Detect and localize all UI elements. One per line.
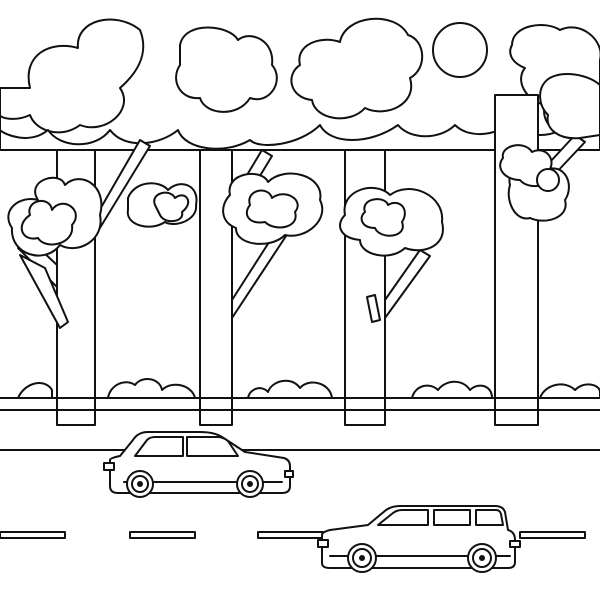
tree-2 <box>126 149 324 426</box>
lane-dash <box>519 531 586 539</box>
tree-1 <box>7 139 151 426</box>
lane-dash <box>129 531 196 539</box>
car-2 <box>317 505 521 573</box>
road <box>0 449 600 539</box>
lane-dash <box>257 531 324 539</box>
bushes <box>0 378 600 411</box>
tree-3 <box>339 149 444 426</box>
lane-dash <box>0 531 66 539</box>
car-1 <box>103 431 294 498</box>
tree-4 <box>494 73 600 426</box>
